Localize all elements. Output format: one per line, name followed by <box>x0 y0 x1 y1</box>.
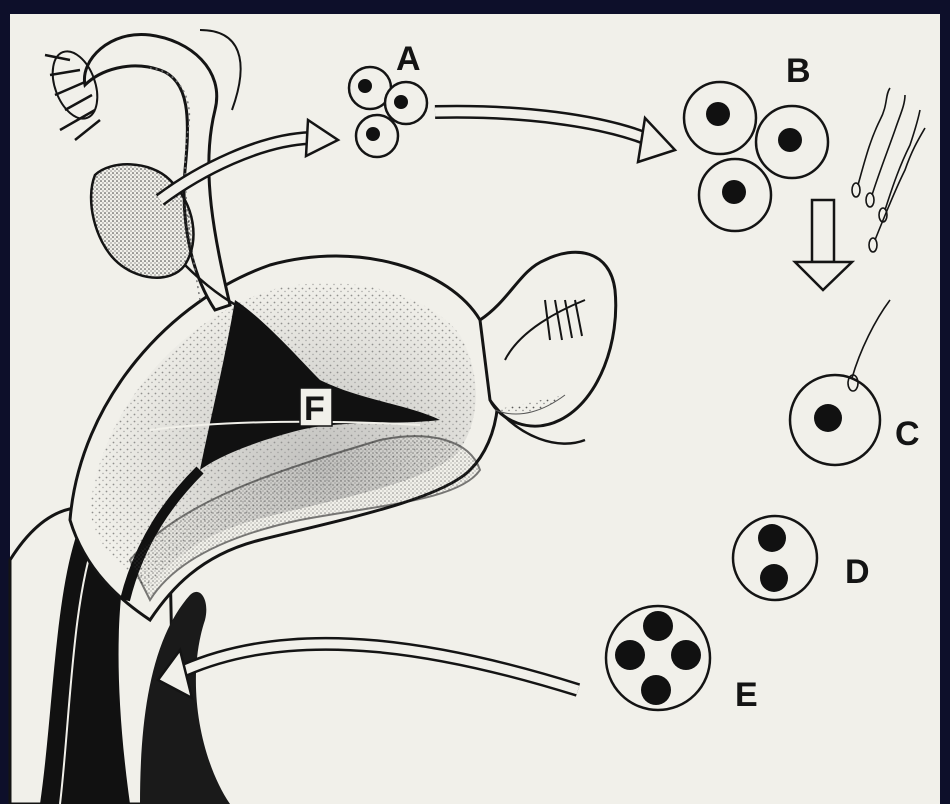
label-c: C <box>895 415 920 453</box>
label-e: E <box>735 676 758 714</box>
stage-d-cell <box>733 516 817 600</box>
label-d: D <box>845 553 870 591</box>
label-f: F <box>304 390 325 428</box>
label-a: A <box>396 40 421 78</box>
stage-e-cell <box>606 606 710 710</box>
label-b: B <box>786 52 811 90</box>
